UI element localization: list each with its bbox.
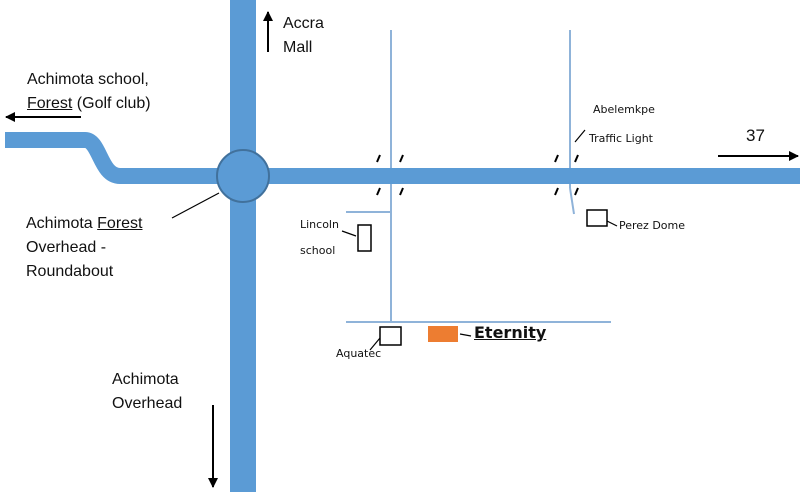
label-lincoln-line2: school xyxy=(300,244,336,257)
label-accra-mall-line2: Mall xyxy=(283,39,313,56)
label-lincoln-line1: Lincoln xyxy=(300,218,339,231)
label-eternity: Eternity xyxy=(474,323,547,342)
aquatec-building xyxy=(379,326,402,346)
label-forest-underlined: Forest xyxy=(27,95,73,112)
label-golf-club: (Golf club) xyxy=(72,95,151,112)
street-abelemkpe-south xyxy=(569,187,575,215)
road-west xyxy=(5,132,240,184)
label-abelemkpe: Abelemkpe xyxy=(593,103,655,116)
label-forest-overhead-line3: Roundabout xyxy=(26,263,114,280)
label-forest-overhead-line1: Achimota Forest xyxy=(26,212,142,236)
label-forest-word: Forest xyxy=(97,215,143,232)
perez-dome-building xyxy=(586,209,608,227)
label-route-37: 37 xyxy=(746,126,765,145)
label-forest-overhead-line2: Overhead - xyxy=(26,239,107,256)
traffic-markers xyxy=(376,154,579,196)
label-achimota-overhead: Achimota Overhead xyxy=(112,368,182,416)
label-forest-overhead: Achimota Forest Overhead - Roundabout xyxy=(26,212,142,284)
label-achimota-school-line1: Achimota school, xyxy=(27,71,149,88)
eternity-marker xyxy=(428,326,458,342)
label-lincoln-school: Lincoln school xyxy=(300,214,339,262)
label-achimota-school-line2: Forest (Golf club) xyxy=(27,92,151,116)
label-achimota-prefix: Achimota xyxy=(26,215,98,232)
label-achimota-school: Achimota school, Forest (Golf club) xyxy=(27,68,151,116)
label-traffic-light: Traffic Light xyxy=(589,132,653,145)
label-achimota-overhead-line2: Overhead xyxy=(112,395,183,412)
lincoln-school-building xyxy=(357,224,372,252)
label-accra-mall-line1: Accra xyxy=(283,15,324,32)
label-aquatec: Aquatec xyxy=(336,347,382,360)
roundabout xyxy=(216,149,270,203)
label-achimota-overhead-line1: Achimota xyxy=(112,371,179,388)
leader-lines xyxy=(171,129,618,351)
label-accra-mall: Accra Mall xyxy=(283,12,324,60)
label-perez-dome: Perez Dome xyxy=(619,219,686,232)
